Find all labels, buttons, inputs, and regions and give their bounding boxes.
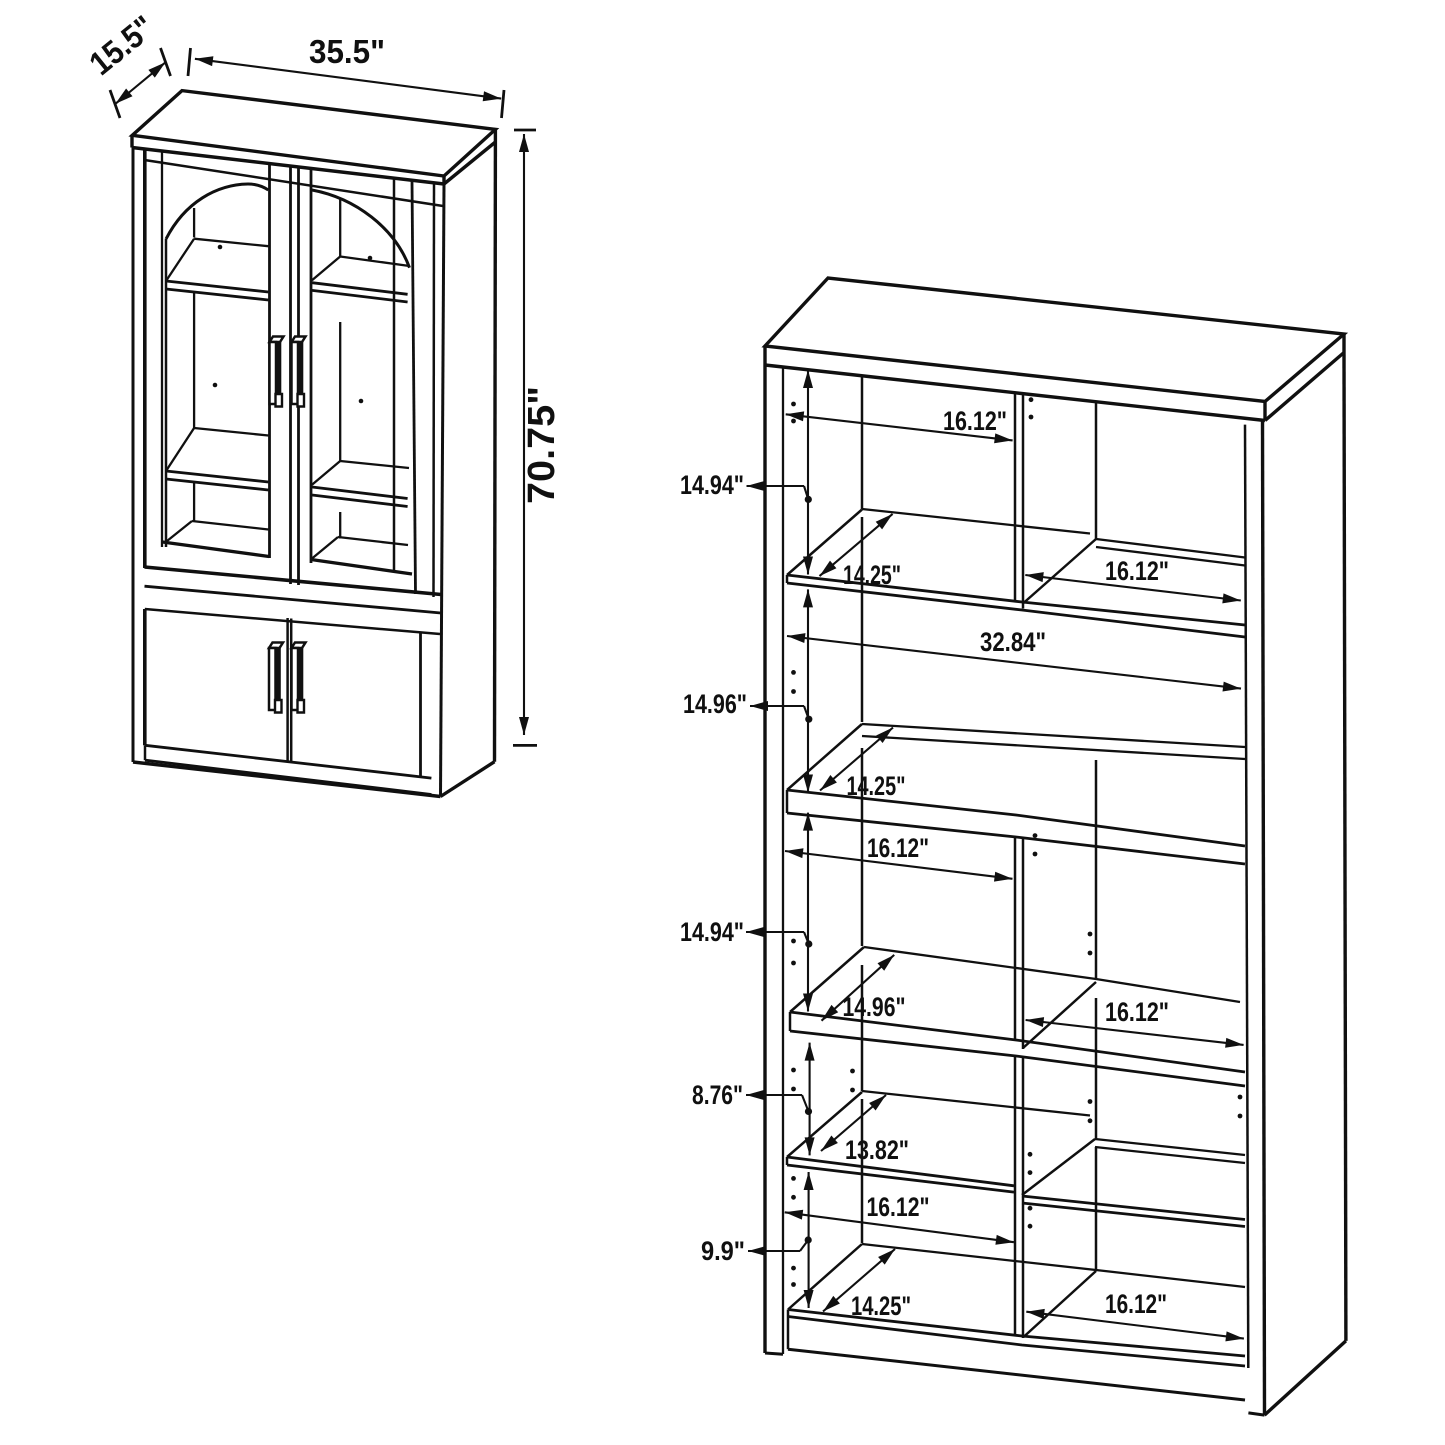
svg-text:16.12": 16.12" bbox=[1105, 556, 1169, 586]
svg-text:70.75": 70.75" bbox=[521, 386, 563, 504]
svg-text:13.82": 13.82" bbox=[845, 1135, 909, 1165]
svg-text:14.25": 14.25" bbox=[851, 1291, 911, 1321]
svg-text:8.76": 8.76" bbox=[692, 1080, 743, 1110]
svg-text:16.12": 16.12" bbox=[1105, 997, 1169, 1027]
svg-text:32.84": 32.84" bbox=[980, 627, 1046, 657]
svg-text:14.94": 14.94" bbox=[680, 917, 744, 947]
svg-text:16.12": 16.12" bbox=[867, 833, 929, 863]
svg-text:16.12": 16.12" bbox=[1105, 1289, 1167, 1319]
svg-text:14.96": 14.96" bbox=[843, 992, 906, 1022]
svg-text:35.5": 35.5" bbox=[309, 33, 385, 70]
svg-text:9.9": 9.9" bbox=[701, 1236, 745, 1266]
svg-text:14.96": 14.96" bbox=[683, 689, 747, 719]
svg-text:14.94": 14.94" bbox=[680, 470, 744, 500]
svg-text:16.12": 16.12" bbox=[943, 406, 1007, 436]
svg-text:14.25": 14.25" bbox=[847, 771, 906, 801]
svg-text:16.12": 16.12" bbox=[867, 1192, 930, 1222]
svg-text:14.25": 14.25" bbox=[843, 560, 901, 590]
